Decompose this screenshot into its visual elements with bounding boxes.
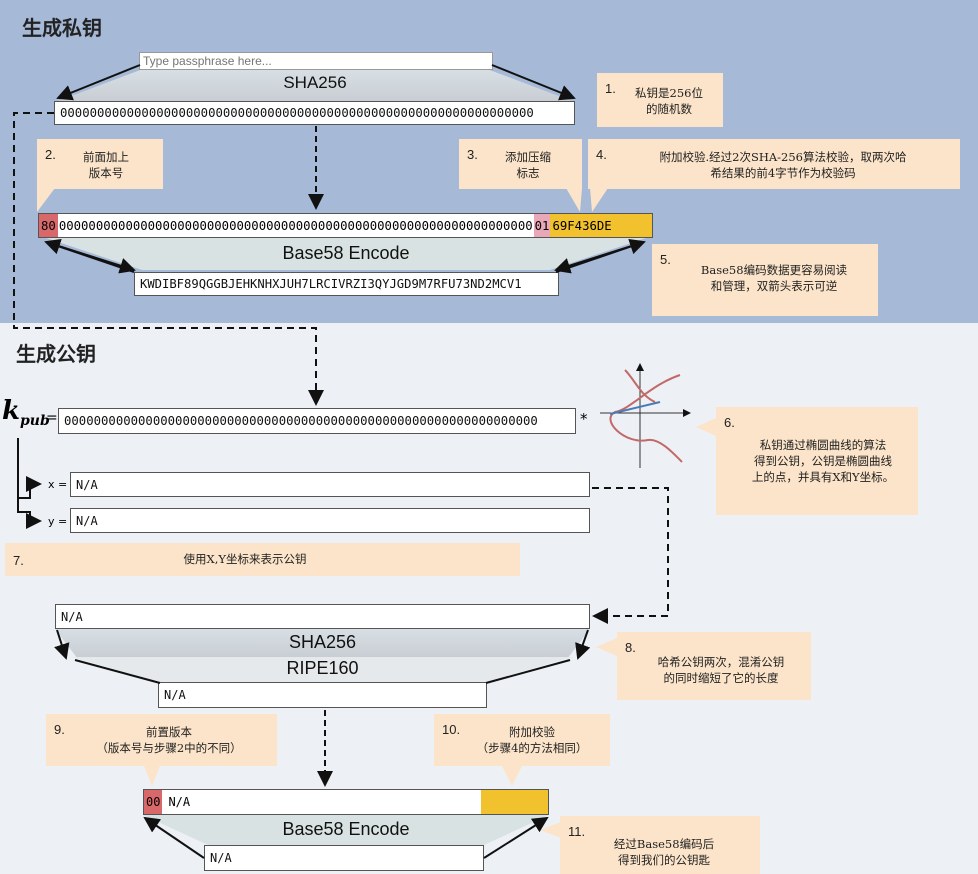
- dashed-to-concat: [592, 487, 669, 624]
- kpub-equals: =: [46, 410, 58, 426]
- passphrase-input[interactable]: [139, 52, 493, 70]
- sha256-label: SHA256: [283, 73, 347, 92]
- address-field[interactable]: N/A: [204, 845, 484, 871]
- note-4: 4. 附加校验.经过2次SHA-256算法校验，取两次哈希结果的前4字节作为校验…: [588, 139, 960, 189]
- note-1: 1. 私钥是256位的随机数: [597, 73, 723, 127]
- arrow-sha-left: [54, 629, 70, 660]
- note-8-pointer: [596, 638, 617, 656]
- arrow-pass-left: [56, 64, 141, 101]
- y-label: y =: [48, 515, 68, 528]
- extended-key-body: 0000000000000000000000000000000000000000…: [58, 218, 533, 233]
- elliptic-curve-icon: [600, 363, 691, 468]
- ripe160-field[interactable]: N/A: [158, 682, 487, 708]
- ripe160-label: RIPE160: [286, 658, 359, 678]
- base58-funnel-top: [46, 238, 646, 270]
- note-3-pointer: [566, 188, 582, 212]
- arrow-b58b-left: [143, 816, 205, 859]
- note-3: 3. 添加压缩标志: [459, 139, 582, 189]
- arrow-ripe-right-line: [485, 659, 571, 684]
- note-6: 6. 私钥通过椭圆曲线的算法得到公钥，公钥是椭圆曲线上的点，并具有X和Y坐标。: [716, 407, 918, 515]
- ripe160-funnel: [72, 657, 573, 683]
- sha256-label-bottom: SHA256: [288, 632, 357, 652]
- note-6-pointer: [696, 418, 716, 436]
- version-prefix-80: 80: [39, 214, 58, 237]
- arrow-ripe-left-line: [74, 659, 161, 684]
- note-5: 5. Base58编码数据更容易阅读和管理，双箭头表示可逆: [652, 244, 878, 316]
- arrow-pass-right: [491, 64, 576, 101]
- sha256-funnel-bottom: [55, 629, 590, 657]
- note-9-pointer: [144, 766, 160, 786]
- kpub-symbol: kpub: [2, 396, 50, 430]
- arrow-b58b-right: [483, 816, 549, 859]
- wif-field[interactable]: KWDIBF89QGGBJEHKNHXJUH7LRCIVRZI3QYJGD9M7…: [134, 272, 559, 296]
- note-11: 11. 经过Base58编码后得到我们的公钥匙: [560, 816, 760, 874]
- base58-label-bottom: Base58 Encode: [282, 819, 410, 839]
- arrow-sha-right: [575, 629, 591, 660]
- dashed-to-kpub: [13, 112, 324, 406]
- compress-flag: 01: [533, 214, 551, 237]
- note-10-pointer: [502, 766, 522, 786]
- sha256-funnel-top: [58, 70, 572, 101]
- address-body: N/A: [168, 795, 191, 809]
- arrow-b58-left-down: [45, 241, 136, 274]
- checksum-block: 69F436DE: [550, 214, 652, 237]
- arrow-to-x: [17, 438, 42, 499]
- arrow-b58-right-down: [554, 241, 645, 274]
- note-4-pointer: [590, 188, 608, 212]
- y-coordinate-field[interactable]: N/A: [70, 508, 590, 533]
- x-label: x =: [48, 478, 68, 491]
- kpub-field[interactable]: 0000000000000000000000000000000000000000…: [58, 408, 576, 434]
- multiply-symbol: *: [580, 410, 588, 428]
- address-row: 00 N/A: [143, 789, 549, 815]
- address-checksum-block: [481, 790, 548, 814]
- extended-key-row: 80 0000000000000000000000000000000000000…: [38, 213, 653, 238]
- note-9: 9. 前置版本（版本号与步骤2中的不同）: [46, 714, 277, 766]
- note-8: 8. 哈希公钥两次，混淆公钥的同时缩短了它的长度: [617, 632, 811, 700]
- note-2: 2. 前面加上版本号: [37, 139, 163, 189]
- note-10: 10. 附加校验（步骤4的方法相同）: [434, 714, 610, 766]
- arrow-to-y: [17, 498, 42, 529]
- concat-key-field[interactable]: N/A: [55, 604, 590, 629]
- private-key-section-title: 生成私钥: [22, 16, 102, 40]
- base58-funnel-bottom: [143, 815, 549, 845]
- x-coordinate-field[interactable]: N/A: [70, 472, 590, 497]
- note-7: 7. 使用X,Y坐标来表示公钥: [5, 543, 520, 576]
- public-key-section-title: 生成公钥: [16, 342, 96, 366]
- note-2-pointer: [37, 188, 55, 212]
- version-prefix-00: 00: [144, 790, 163, 814]
- private-key-field[interactable]: 0000000000000000000000000000000000000000…: [54, 101, 575, 125]
- base58-label-top: Base58 Encode: [282, 243, 410, 263]
